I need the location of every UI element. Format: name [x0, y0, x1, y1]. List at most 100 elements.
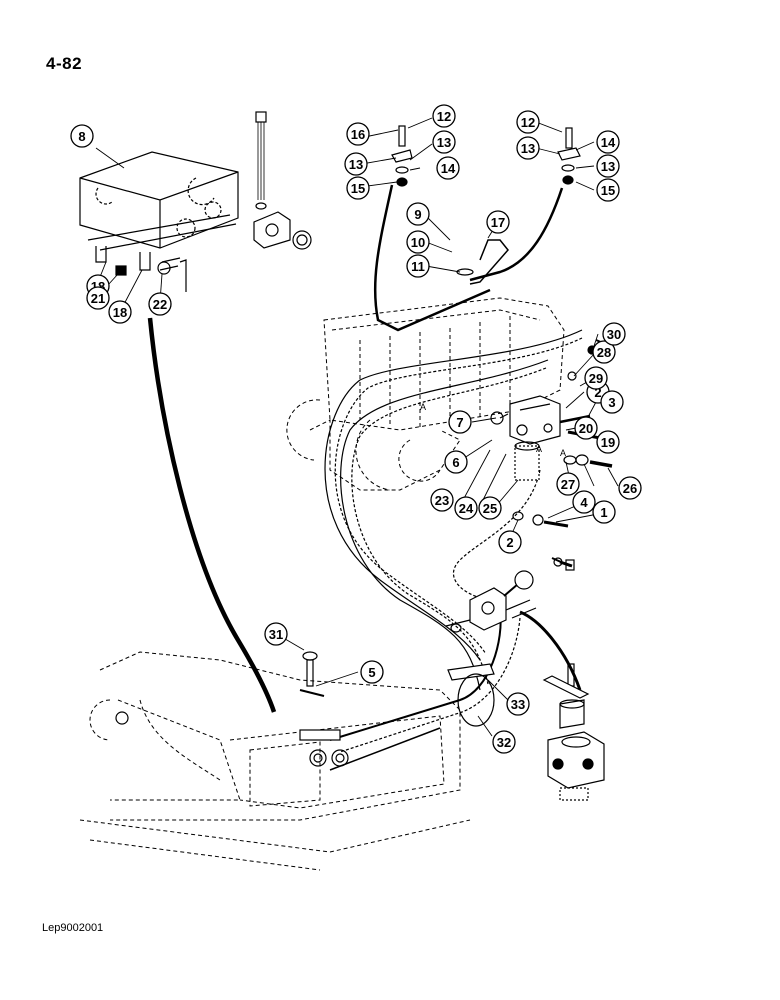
callout-c15b: 15 [596, 178, 620, 202]
callout-label: 13 [521, 141, 535, 156]
callout-label: 20 [579, 421, 593, 436]
callout-c6: 6 [444, 450, 468, 474]
callout-label: 2 [506, 535, 513, 550]
callout-label: 27 [561, 477, 575, 492]
callout-circle [70, 124, 94, 148]
callout-c27: 27 [556, 472, 580, 496]
callout-circle [454, 496, 478, 520]
callout-c21: 21 [86, 286, 110, 310]
callout-c10: 10 [406, 230, 430, 254]
fitting-stack-right [557, 127, 581, 185]
callout-circle [596, 130, 620, 154]
callout-label: 12 [437, 109, 451, 124]
callout-circle [448, 410, 472, 434]
callout-c26: 26 [618, 476, 642, 500]
valve-spool [542, 663, 605, 801]
callout-c30: 30 [602, 322, 626, 346]
callout-label: 3 [608, 395, 615, 410]
callout-c14a: 14 [436, 156, 460, 180]
callout-circle [346, 176, 370, 200]
callout-circle [618, 476, 642, 500]
callout-label: 22 [153, 297, 167, 312]
callout-circle [346, 122, 370, 146]
callout-c12b: 12 [516, 110, 540, 134]
callout-circle [444, 450, 468, 474]
callout-c13a: 13 [432, 130, 456, 154]
fuel-lines-upper [373, 184, 564, 332]
callout-circle [592, 340, 616, 364]
cable-clamp [447, 663, 495, 727]
callout-c28: 28 [592, 340, 616, 364]
callout-circle [436, 156, 460, 180]
callout-circle [432, 130, 456, 154]
callout-label: 15 [601, 183, 615, 198]
braided-hoses [324, 329, 583, 771]
callout-c16: 16 [346, 122, 370, 146]
callout-c25: 25 [478, 496, 502, 520]
callout-c24: 24 [454, 496, 478, 520]
callout-label: 21 [91, 291, 105, 306]
callout-label: 5 [368, 665, 375, 680]
callout-circle [516, 136, 540, 160]
callout-circle [486, 210, 510, 234]
callout-label: 24 [459, 501, 474, 516]
callout-c23: 23 [430, 488, 454, 512]
callout-circle [148, 292, 172, 316]
callout-circle [516, 110, 540, 134]
callout-c1: 1 [592, 500, 616, 524]
callout-c13b: 13 [344, 152, 368, 176]
callout-circle [492, 730, 516, 754]
callout-c2b: 2 [498, 530, 522, 554]
callout-label: 7 [456, 415, 463, 430]
callout-c8: 8 [70, 124, 94, 148]
callout-label: 19 [601, 435, 615, 450]
callout-label: 8 [78, 129, 85, 144]
callout-circle [600, 390, 624, 414]
callout-label: 12 [521, 115, 535, 130]
callout-label: 9 [414, 207, 421, 222]
filter-head [490, 395, 601, 481]
control-box [79, 151, 239, 292]
callout-c15a: 15 [346, 176, 370, 200]
callout-label: 10 [411, 235, 425, 250]
callout-circle [406, 254, 430, 278]
lower-frame [79, 651, 471, 871]
page-number: 4-82 [46, 54, 83, 73]
callout-label: 2 [594, 385, 601, 400]
callout-c29: 29 [584, 366, 608, 390]
callout-c13c: 13 [516, 136, 540, 160]
callout-label: 11 [411, 259, 425, 274]
callout-circle [584, 366, 608, 390]
callout-circle [264, 622, 288, 646]
callout-label: 18 [113, 305, 127, 320]
callout-c4: 4 [572, 490, 596, 514]
callout-label: 31 [269, 627, 283, 642]
callout-circle [406, 202, 430, 226]
callout-label: 25 [483, 501, 497, 516]
callout-c20: 20 [574, 416, 598, 440]
callout-c12a: 12 [432, 104, 456, 128]
fitting-stack-left [391, 125, 413, 187]
callout-label: 1 [600, 505, 607, 520]
callout-circle [596, 178, 620, 202]
callout-circle [498, 530, 522, 554]
callout-label: 4 [580, 495, 588, 510]
callout-label: 13 [437, 135, 451, 150]
hand-pump [445, 570, 582, 691]
callout-label: 32 [497, 735, 511, 750]
callout-c13d: 13 [596, 154, 620, 178]
callout-c3: 3 [600, 390, 624, 414]
callout-circle [432, 104, 456, 128]
callout-label: 30 [607, 327, 621, 342]
callout-circle [592, 500, 616, 524]
callout-label: 29 [589, 371, 603, 386]
callout-circle [506, 692, 530, 716]
callout-c17: 17 [486, 210, 510, 234]
bracket-block [253, 111, 312, 250]
callout-c31: 31 [264, 622, 288, 646]
callout-circle [344, 152, 368, 176]
callout-circle [596, 430, 620, 454]
callout-c33: 33 [506, 692, 530, 716]
callout-label: 26 [623, 481, 637, 496]
